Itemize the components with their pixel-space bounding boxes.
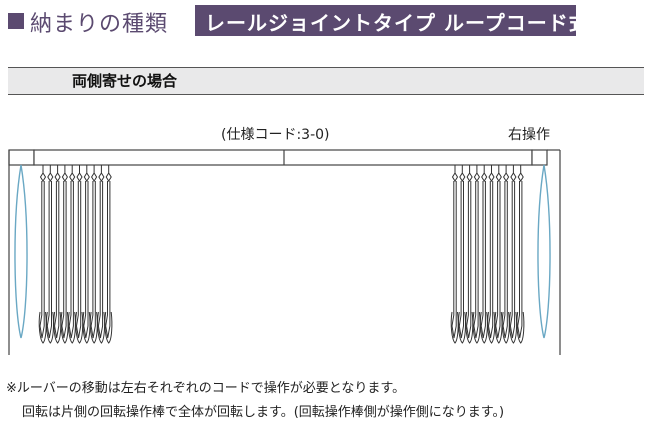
blind-diagram: [8, 149, 561, 355]
section-title: 両側寄せの場合: [72, 72, 178, 90]
header-type-band: レールジョイントタイプ ループコード式: [195, 5, 589, 36]
left-louver: [46, 165, 54, 344]
left-louver: [67, 165, 76, 344]
left-louver: [53, 165, 62, 344]
right-louver: [501, 165, 510, 344]
right-louver: [509, 165, 518, 344]
right-louver: [494, 165, 503, 344]
left-bracket: [8, 149, 35, 166]
header-type-label: レールジョイントタイプ ループコード式: [205, 11, 590, 35]
left-louver: [38, 165, 47, 344]
right-bracket: [531, 149, 548, 166]
right-louver-stack: [450, 165, 525, 344]
operation-side-label: 右操作: [508, 127, 550, 143]
header-title: 納まりの種類: [30, 12, 169, 37]
right-louver: [450, 165, 459, 344]
section-header: 両側寄せの場合: [8, 67, 644, 95]
right-louver: [472, 165, 481, 344]
right-louver: [479, 165, 488, 344]
left-louver: [60, 165, 69, 344]
left-louver: [82, 165, 91, 344]
right-loop-cord-path: [537, 164, 551, 339]
left-louver-stack: [38, 165, 113, 344]
left-loop-cord: [14, 164, 28, 339]
note-line-1: ※ルーバーの移動は左右それぞれのコードで操作が必要となります。: [6, 381, 406, 396]
right-louver: [516, 165, 525, 344]
right-louver: [465, 165, 474, 344]
header: 納まりの種類 レールジョイントタイプ ループコード式: [0, 0, 649, 40]
rail-assembly: [8, 149, 561, 355]
right-loop-cord: [537, 164, 551, 339]
headrail: [33, 149, 533, 166]
left-louver: [89, 165, 98, 344]
spec-code-label: (仕様コード:3-0): [221, 127, 330, 143]
header-bullet-square: [8, 13, 24, 29]
left-louver: [104, 165, 113, 344]
right-louver: [487, 165, 496, 344]
right-louver: [458, 165, 466, 344]
note-line-2: 回転は片側の回転操作棒で全体が回転します。(回転操作棒側が操作側になります。): [22, 405, 505, 420]
left-louver: [75, 165, 84, 344]
left-loop-cord-path: [14, 164, 28, 339]
left-louver: [97, 165, 106, 344]
